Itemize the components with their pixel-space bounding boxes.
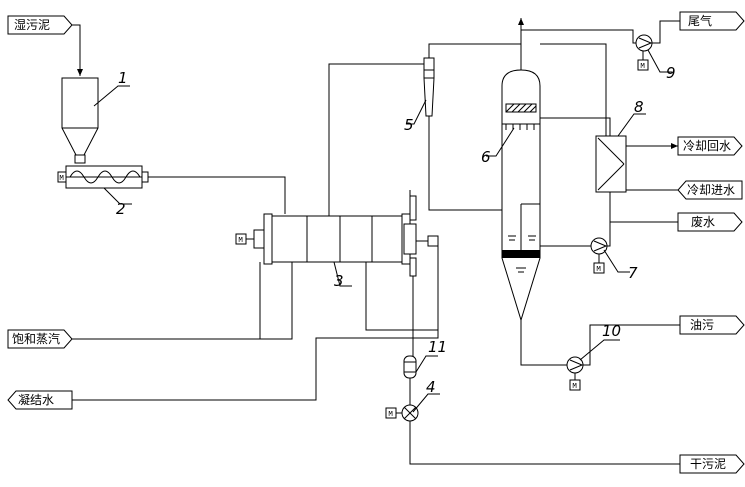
wet-sludge-label: 湿污泥 bbox=[14, 17, 50, 32]
equipment-number-8: 8 bbox=[634, 98, 644, 116]
equipment-number-3: 3 bbox=[334, 272, 344, 290]
circulation-pump: M bbox=[590, 237, 608, 274]
piping bbox=[72, 18, 680, 465]
waste-water-label: 废水 bbox=[691, 214, 715, 229]
condenser bbox=[595, 135, 627, 193]
stream-tag-cooling-return: 冷却回水 bbox=[677, 136, 743, 156]
oil-sludge-pump: M bbox=[566, 356, 584, 391]
stream-tag-tail-gas: 尾气 bbox=[679, 11, 745, 31]
stream-tag-waste-water: 废水 bbox=[677, 212, 743, 232]
discharge-buffer-vessel bbox=[403, 355, 417, 379]
svg-text:M: M bbox=[239, 236, 243, 244]
stream-tag-saturated-steam: 饱和蒸汽 bbox=[7, 329, 73, 349]
rotary-discharge-valve: M bbox=[385, 404, 419, 422]
leader-lines bbox=[93, 49, 672, 413]
screw-flight bbox=[69, 170, 141, 184]
feed-hopper bbox=[61, 77, 99, 164]
svg-text:M: M bbox=[60, 174, 64, 182]
cooling-inlet-label: 冷却进水 bbox=[687, 183, 735, 197]
equipment-number-6: 6 bbox=[481, 148, 491, 166]
equipment-numbers: 1 2 3 4 5 6 7 8 9 10 11 bbox=[116, 64, 676, 396]
equipment-number-2: 2 bbox=[116, 200, 126, 218]
cyclone-separator bbox=[423, 57, 435, 117]
stream-tag-wet-sludge: 湿污泥 bbox=[7, 15, 73, 35]
tower-sludge-layer bbox=[502, 250, 540, 258]
oil-sludge-label: 油污 bbox=[690, 318, 714, 332]
condensate-label: 凝结水 bbox=[18, 392, 54, 407]
scrubber-tower bbox=[501, 66, 541, 322]
dry-sludge-label: 干污泥 bbox=[690, 457, 726, 471]
equipment-number-11: 11 bbox=[428, 338, 447, 356]
cooling-return-label: 冷却回水 bbox=[683, 139, 731, 153]
stream-tag-cooling-inlet: 冷却进水 bbox=[677, 180, 743, 200]
saturated-steam-label: 饱和蒸汽 bbox=[12, 331, 60, 346]
equipment-number-9: 9 bbox=[666, 64, 676, 82]
equipment-number-7: 7 bbox=[628, 264, 638, 282]
equipment-number-1: 1 bbox=[118, 69, 128, 87]
svg-text:M: M bbox=[597, 265, 601, 273]
stream-tag-dry-sludge: 干污泥 bbox=[679, 454, 745, 474]
paddle-dryer: M bbox=[235, 195, 439, 277]
tail-gas-label: 尾气 bbox=[688, 13, 712, 28]
equipment-number-4: 4 bbox=[426, 378, 436, 396]
svg-text:M: M bbox=[641, 62, 645, 70]
equipment-number-10: 10 bbox=[602, 322, 621, 340]
stream-tag-condensate: 凝结水 bbox=[7, 390, 73, 410]
equipment-number-5: 5 bbox=[404, 116, 414, 134]
svg-text:M: M bbox=[389, 410, 393, 418]
stream-tag-oil-sludge: 油污 bbox=[679, 315, 745, 335]
screw-conveyor: M bbox=[57, 165, 149, 189]
svg-text:M: M bbox=[573, 382, 577, 390]
